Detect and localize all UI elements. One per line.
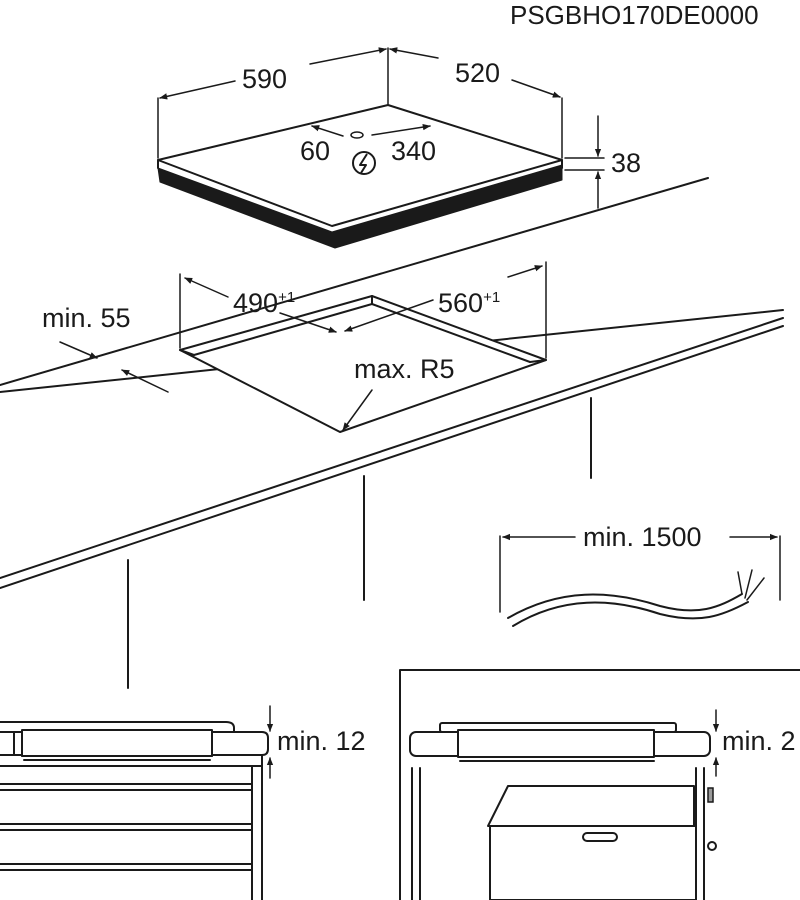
hob-drawing: 590 520 38 60 340 <box>157 47 641 249</box>
oven-handle <box>582 832 618 842</box>
hob-height-label: 38 <box>611 148 641 178</box>
clearance-right-label: min. 2 <box>722 726 796 756</box>
hob-body-side <box>157 164 563 249</box>
supply-cable: min. 1500 <box>499 522 781 627</box>
section-oven-cabinet: min. 2 <box>399 669 800 900</box>
section-drawer-cabinet: min. 12 <box>0 705 366 900</box>
edge-distance-label: min. 55 <box>42 303 131 333</box>
cable-offset-left-label: 60 <box>300 136 330 166</box>
cable-length-label: min. 1500 <box>583 522 702 552</box>
cutout-width-label: 490+1 <box>233 288 295 318</box>
worktop-drawing: 490+1 560+1 min. 55 max. R5 <box>0 177 784 689</box>
document-code: PSGBHO170DE0000 <box>510 0 759 30</box>
oven-top <box>487 785 695 827</box>
worktop-front-edge <box>0 317 784 579</box>
worktop-back-edge <box>0 177 709 386</box>
clearance-left-label: min. 12 <box>277 726 366 756</box>
cutout-depth-label: 560+1 <box>438 288 500 318</box>
electric-warning-icon <box>352 151 376 175</box>
fixing-bracket <box>707 787 714 803</box>
cable-offset-right-label: 340 <box>391 136 436 166</box>
fixing-screw <box>707 841 717 851</box>
hob-width-label: 590 <box>242 64 287 94</box>
corner-radius-label: max. R5 <box>354 354 455 384</box>
hob-depth-label: 520 <box>455 58 500 88</box>
